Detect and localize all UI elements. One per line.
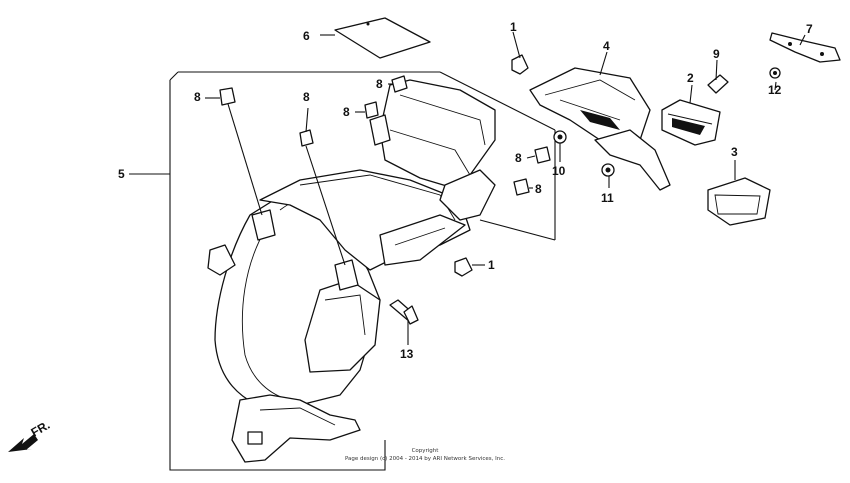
callout-1-bottom: 1 — [488, 258, 495, 272]
part-10-nut — [553, 130, 567, 144]
copyright-line-1: Copyright — [412, 448, 440, 454]
part-12-nut — [769, 67, 781, 79]
callout-1-top: 1 — [510, 20, 517, 34]
copyright-line-2: Page design (c) 2004 - 2014 by ARI Netwo… — [345, 456, 505, 462]
callout-13: 13 — [400, 347, 414, 361]
callout-8-b: 8 — [303, 90, 310, 104]
callout-4: 4 — [603, 39, 610, 53]
part-2-reflector — [661, 99, 721, 146]
part-1-clip-bottom — [454, 257, 473, 277]
part-9-bulb — [707, 74, 729, 94]
callout-11: 11 — [601, 191, 614, 205]
leader-lines — [129, 31, 806, 345]
part-13-bolt — [389, 299, 419, 325]
callout-8-a: 8 — [194, 90, 201, 104]
part-3-lamp — [707, 177, 771, 226]
callout-8-f: 8 — [535, 182, 542, 196]
copyright-notice: Copyright Page design (c) 2004 - 2014 by… — [345, 448, 505, 462]
rear-fender — [207, 79, 496, 463]
callout-7: 7 — [806, 22, 813, 36]
assembly-bracket-5 — [169, 71, 556, 471]
callout-8-c: 8 — [343, 105, 350, 119]
part-7-bracket — [769, 32, 841, 63]
part-8-clips — [219, 75, 551, 196]
part-4-license-bracket — [529, 67, 671, 191]
callout-12: 12 — [768, 83, 782, 97]
front-direction-indicator: FR. — [8, 418, 52, 452]
callout-5: 5 — [118, 167, 125, 181]
callout-10: 10 — [552, 164, 566, 178]
callout-2: 2 — [687, 71, 694, 85]
part-11-nut — [601, 163, 615, 177]
callout-8-e: 8 — [515, 151, 522, 165]
callout-9: 9 — [713, 47, 720, 61]
part-6-plate — [320, 17, 431, 59]
callout-8-d: 8 — [376, 77, 383, 91]
callout-labels: 6 1 4 7 9 2 12 8 8 8 8 8 8 5 10 11 3 1 1… — [118, 20, 813, 361]
callout-6: 6 — [303, 29, 310, 43]
arrow-icon — [8, 434, 38, 452]
callout-3: 3 — [731, 145, 738, 159]
part-1-clip-top — [511, 54, 529, 75]
